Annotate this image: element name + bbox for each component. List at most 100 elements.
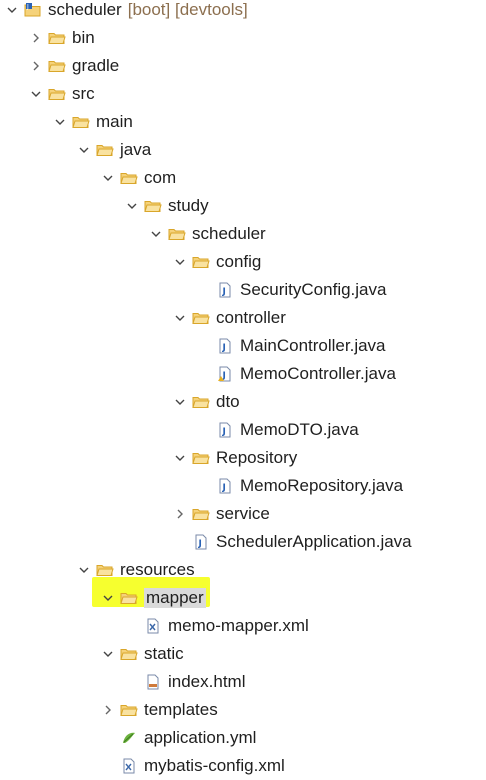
tree-item-label: scheduler <box>192 224 266 243</box>
chevron-down-icon[interactable] <box>124 198 140 214</box>
tree-item-label: service <box>216 504 270 523</box>
tree-row[interactable]: com <box>100 164 176 192</box>
folder-icon <box>120 646 138 662</box>
folder-icon <box>48 30 66 46</box>
tree-item-label: Repository <box>216 448 298 467</box>
tree-row[interactable]: static <box>100 640 184 668</box>
chevron-down-icon[interactable] <box>100 590 116 606</box>
tree-item-label: static <box>144 644 184 663</box>
chevron-down-icon[interactable] <box>172 450 188 466</box>
tree-item-label: study <box>168 196 209 215</box>
svg-text:J: J <box>222 287 226 297</box>
tree-row[interactable]: mybatis-config.xml <box>100 752 285 780</box>
tree-row[interactable]: bin <box>28 24 95 52</box>
tree-item-label: SchedulerApplication.java <box>216 532 412 551</box>
tree-item-label: config <box>216 252 262 271</box>
chevron-down-icon[interactable] <box>76 142 92 158</box>
folder-icon <box>168 226 186 242</box>
no-arrow-spacer <box>124 618 140 634</box>
tree-row[interactable]: memo-mapper.xml <box>124 612 309 640</box>
chevron-right-icon[interactable] <box>100 702 116 718</box>
chevron-down-icon[interactable] <box>100 646 116 662</box>
tree-item-label: main <box>96 112 133 131</box>
tree-item-label: mapper <box>144 588 206 608</box>
tree-item-label: memo-mapper.xml <box>168 616 309 635</box>
chevron-down-icon[interactable] <box>52 114 68 130</box>
tree-item-label: index.html <box>168 672 246 691</box>
folder-icon <box>192 394 210 410</box>
tree-row[interactable]: J MemoDTO.java <box>196 416 359 444</box>
tree-item-label: scheduler <box>48 0 122 19</box>
tree-item-label: resources <box>120 560 195 579</box>
tree-row[interactable]: application.yml <box>100 724 256 752</box>
java-file-icon: J <box>192 534 210 550</box>
svg-text:J: J <box>222 483 226 493</box>
svg-text:J: J <box>222 371 226 381</box>
chevron-down-icon[interactable] <box>172 394 188 410</box>
folder-icon <box>48 58 66 74</box>
xml-file-icon <box>144 618 162 634</box>
tree-row[interactable]: resources <box>76 556 195 584</box>
tree-row[interactable]: main <box>52 108 133 136</box>
tree-row[interactable]: config <box>172 248 261 276</box>
tree-row[interactable]: J SchedulerApplication.java <box>172 528 412 556</box>
chevron-right-icon[interactable] <box>28 58 44 74</box>
chevron-down-icon[interactable] <box>172 254 188 270</box>
folder-icon <box>96 142 114 158</box>
tree-item-label: MemoController.java <box>240 364 396 383</box>
tree-row[interactable]: gradle <box>28 52 119 80</box>
chevron-down-icon[interactable] <box>76 562 92 578</box>
tree-row[interactable]: study <box>124 192 209 220</box>
folder-icon <box>192 506 210 522</box>
tree-row[interactable]: src <box>28 80 95 108</box>
folder-icon <box>192 254 210 270</box>
folder-icon <box>120 702 138 718</box>
chevron-down-icon[interactable] <box>100 170 116 186</box>
xml-file-icon <box>120 758 138 774</box>
java-file-icon: J <box>216 478 234 494</box>
yml-file-icon <box>120 730 138 746</box>
tree-item-label: MemoDTO.java <box>240 420 359 439</box>
tree-row[interactable]: J MemoController.java <box>196 360 396 388</box>
folder-icon <box>96 562 114 578</box>
tree-row[interactable]: Repository <box>172 444 297 472</box>
project-icon: J <box>24 2 42 18</box>
tree-row[interactable]: scheduler <box>148 220 266 248</box>
java-file-icon: J <box>216 282 234 298</box>
tree-item-label: gradle <box>72 56 120 75</box>
tree-row[interactable]: index.html <box>124 668 245 696</box>
no-arrow-spacer <box>196 422 212 438</box>
chevron-down-icon[interactable] <box>172 310 188 326</box>
no-arrow-spacer <box>196 282 212 298</box>
chevron-right-icon[interactable] <box>172 506 188 522</box>
tree-item-label: src <box>72 84 95 103</box>
java-file-warning-icon: J <box>216 366 234 382</box>
folder-icon <box>192 450 210 466</box>
svg-text:J: J <box>26 4 29 11</box>
tree-row[interactable]: templates <box>100 696 218 724</box>
tree-item-label: MainController.java <box>240 336 386 355</box>
folder-icon <box>144 198 162 214</box>
no-arrow-spacer <box>196 366 212 382</box>
chevron-down-icon[interactable] <box>4 2 20 18</box>
chevron-down-icon[interactable] <box>148 226 164 242</box>
tree-item-label: application.yml <box>144 728 257 747</box>
tree-item-label: dto <box>216 392 240 411</box>
tree-row[interactable]: service <box>172 500 270 528</box>
java-file-icon: J <box>216 422 234 438</box>
tree-item-label: bin <box>72 28 95 47</box>
chevron-down-icon[interactable] <box>28 86 44 102</box>
folder-icon <box>48 86 66 102</box>
chevron-right-icon[interactable] <box>28 30 44 46</box>
tree-row[interactable]: java <box>76 136 151 164</box>
java-file-icon: J <box>216 338 234 354</box>
folder-icon <box>120 590 138 606</box>
tree-row[interactable]: dto <box>172 388 240 416</box>
tree-row[interactable]: mapper <box>100 584 206 612</box>
tree-item-label: mybatis-config.xml <box>144 756 285 775</box>
tree-row[interactable]: controller <box>172 304 286 332</box>
tree-row[interactable]: J MainController.java <box>196 332 386 360</box>
